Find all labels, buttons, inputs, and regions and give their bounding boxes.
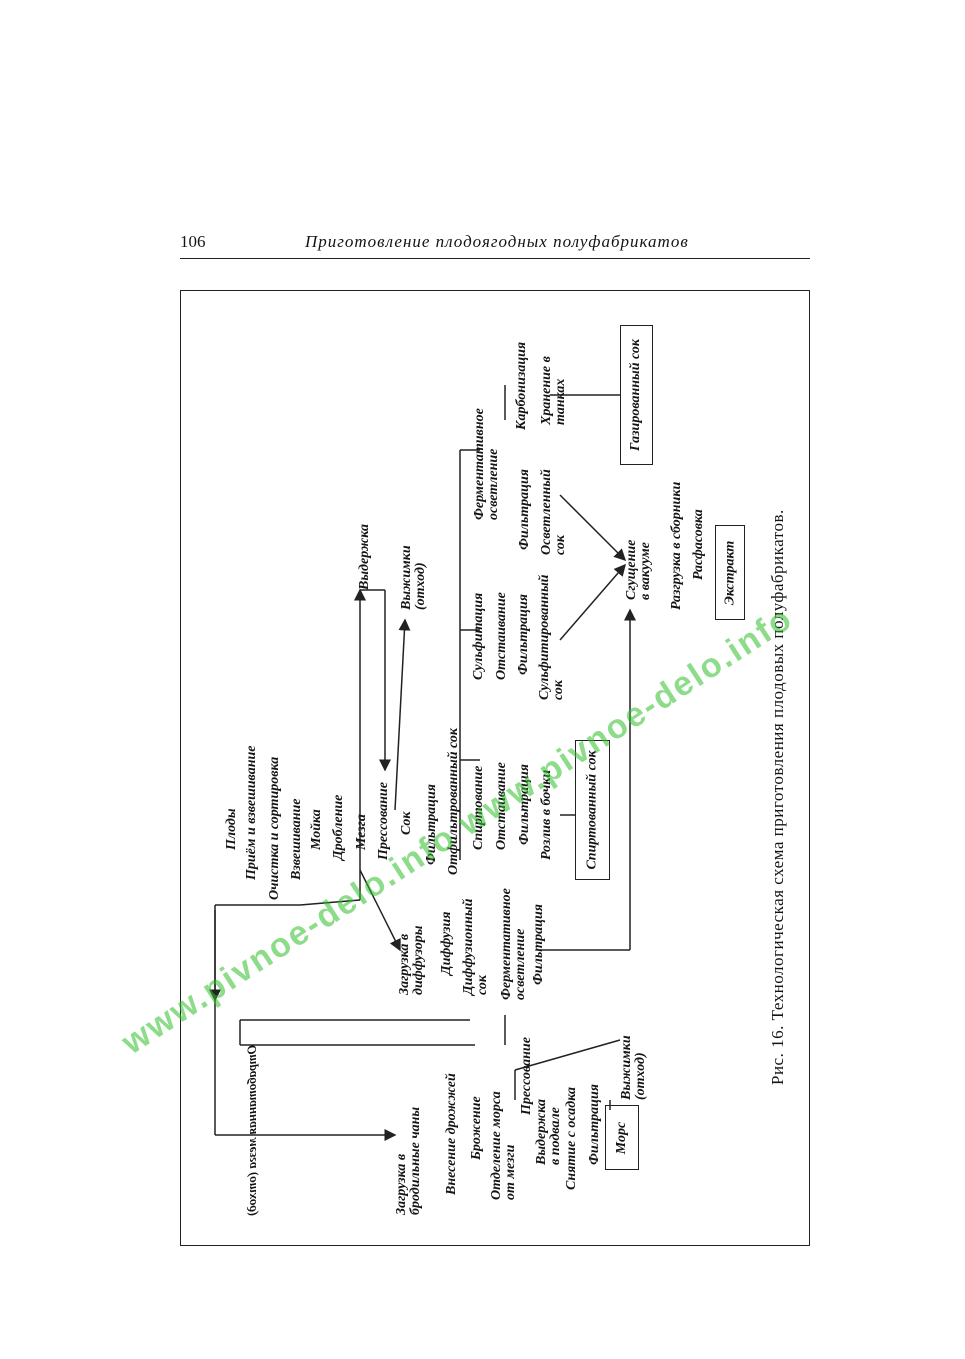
box-extract: Экстракт bbox=[715, 525, 745, 620]
step-aging: Выдержка bbox=[357, 524, 372, 590]
step-filtration-diffusion: Фильтрация bbox=[531, 904, 546, 985]
step-sulfitation: Сульфитация bbox=[471, 592, 486, 680]
step-mash: Мезга bbox=[354, 814, 369, 850]
step-washing: Мойка bbox=[309, 809, 324, 850]
step-cellar-aging: Выдержка в подвале bbox=[534, 1099, 563, 1165]
step-vacuum-concentration: Сгущение в вакууме bbox=[624, 539, 653, 600]
step-pressing-diffusion: Прессование bbox=[519, 1037, 534, 1115]
step-spent-mash: Отработанная мезга (отход) bbox=[244, 1045, 259, 1217]
step-diffusion: Диффузия bbox=[439, 911, 454, 975]
step-pressing: Прессование bbox=[376, 782, 391, 860]
step-unload-collectors: Разгрузка в сборники bbox=[669, 481, 684, 610]
step-filtration-sulfite: Фильтрация bbox=[516, 594, 531, 675]
step-pomace-waste-bottom: Выжимки (отход) bbox=[619, 1035, 648, 1100]
step-diffusion-juice: Диффузионный сок bbox=[461, 898, 490, 995]
step-fruits: Плоды bbox=[224, 808, 239, 850]
step-fermentation: Брожение bbox=[469, 1096, 484, 1160]
box-mors: Морс bbox=[605, 1105, 639, 1170]
step-filtration-ferment: Фильтрация bbox=[517, 469, 532, 550]
step-add-yeast: Внесение дрожжей bbox=[444, 1073, 459, 1195]
step-crushing: Дробление bbox=[331, 794, 346, 860]
step-separate-mors: Отделение морса от мезги bbox=[489, 1091, 518, 1200]
figure-frame bbox=[180, 290, 810, 1246]
box-carbonated-juice: Газированный сок bbox=[620, 325, 653, 465]
step-juice: Сок bbox=[399, 811, 414, 835]
step-sulfited-juice: Сульфитированный сок bbox=[537, 574, 566, 700]
figure-caption: Рис. 16. Технологическая схема приготовл… bbox=[768, 509, 787, 1085]
step-load-diffusers: Загрузка в диффузоры bbox=[397, 925, 426, 995]
step-racking: Снятие с осадка bbox=[564, 1087, 579, 1190]
step-enzymatic-clarification-2: Ферментативное осветление bbox=[472, 408, 501, 520]
box-fortified-juice: Спиртованный сок bbox=[575, 740, 610, 880]
step-enzymatic-clarification-1: Ферментативное осветление bbox=[499, 888, 528, 1000]
step-filtration-wine: Фильтрация bbox=[587, 1084, 602, 1165]
running-title: Приготовление плодоягодных полуфабрикато… bbox=[305, 232, 689, 251]
header-rule bbox=[180, 258, 810, 259]
step-weighing: Взвешивание bbox=[289, 798, 304, 880]
step-tank-storage: Хранение в танках bbox=[539, 356, 568, 425]
step-clarified-juice: Осветленный сок bbox=[539, 469, 568, 555]
step-settling-2: Отстаивание bbox=[494, 592, 509, 680]
step-carbonation: Карбонизация bbox=[514, 341, 529, 430]
step-packaging: Расфасовка bbox=[691, 509, 706, 580]
step-load-fermentation-vats: Загрузка в бродильные чаны bbox=[394, 1106, 423, 1215]
page-number: 106 bbox=[180, 232, 206, 251]
step-cleaning-sorting: Очистка и сортировка bbox=[267, 756, 282, 900]
step-pomace-waste: Выжимки (отход) bbox=[399, 545, 428, 610]
step-receiving-weighing: Приём и взвешивание bbox=[244, 745, 259, 880]
